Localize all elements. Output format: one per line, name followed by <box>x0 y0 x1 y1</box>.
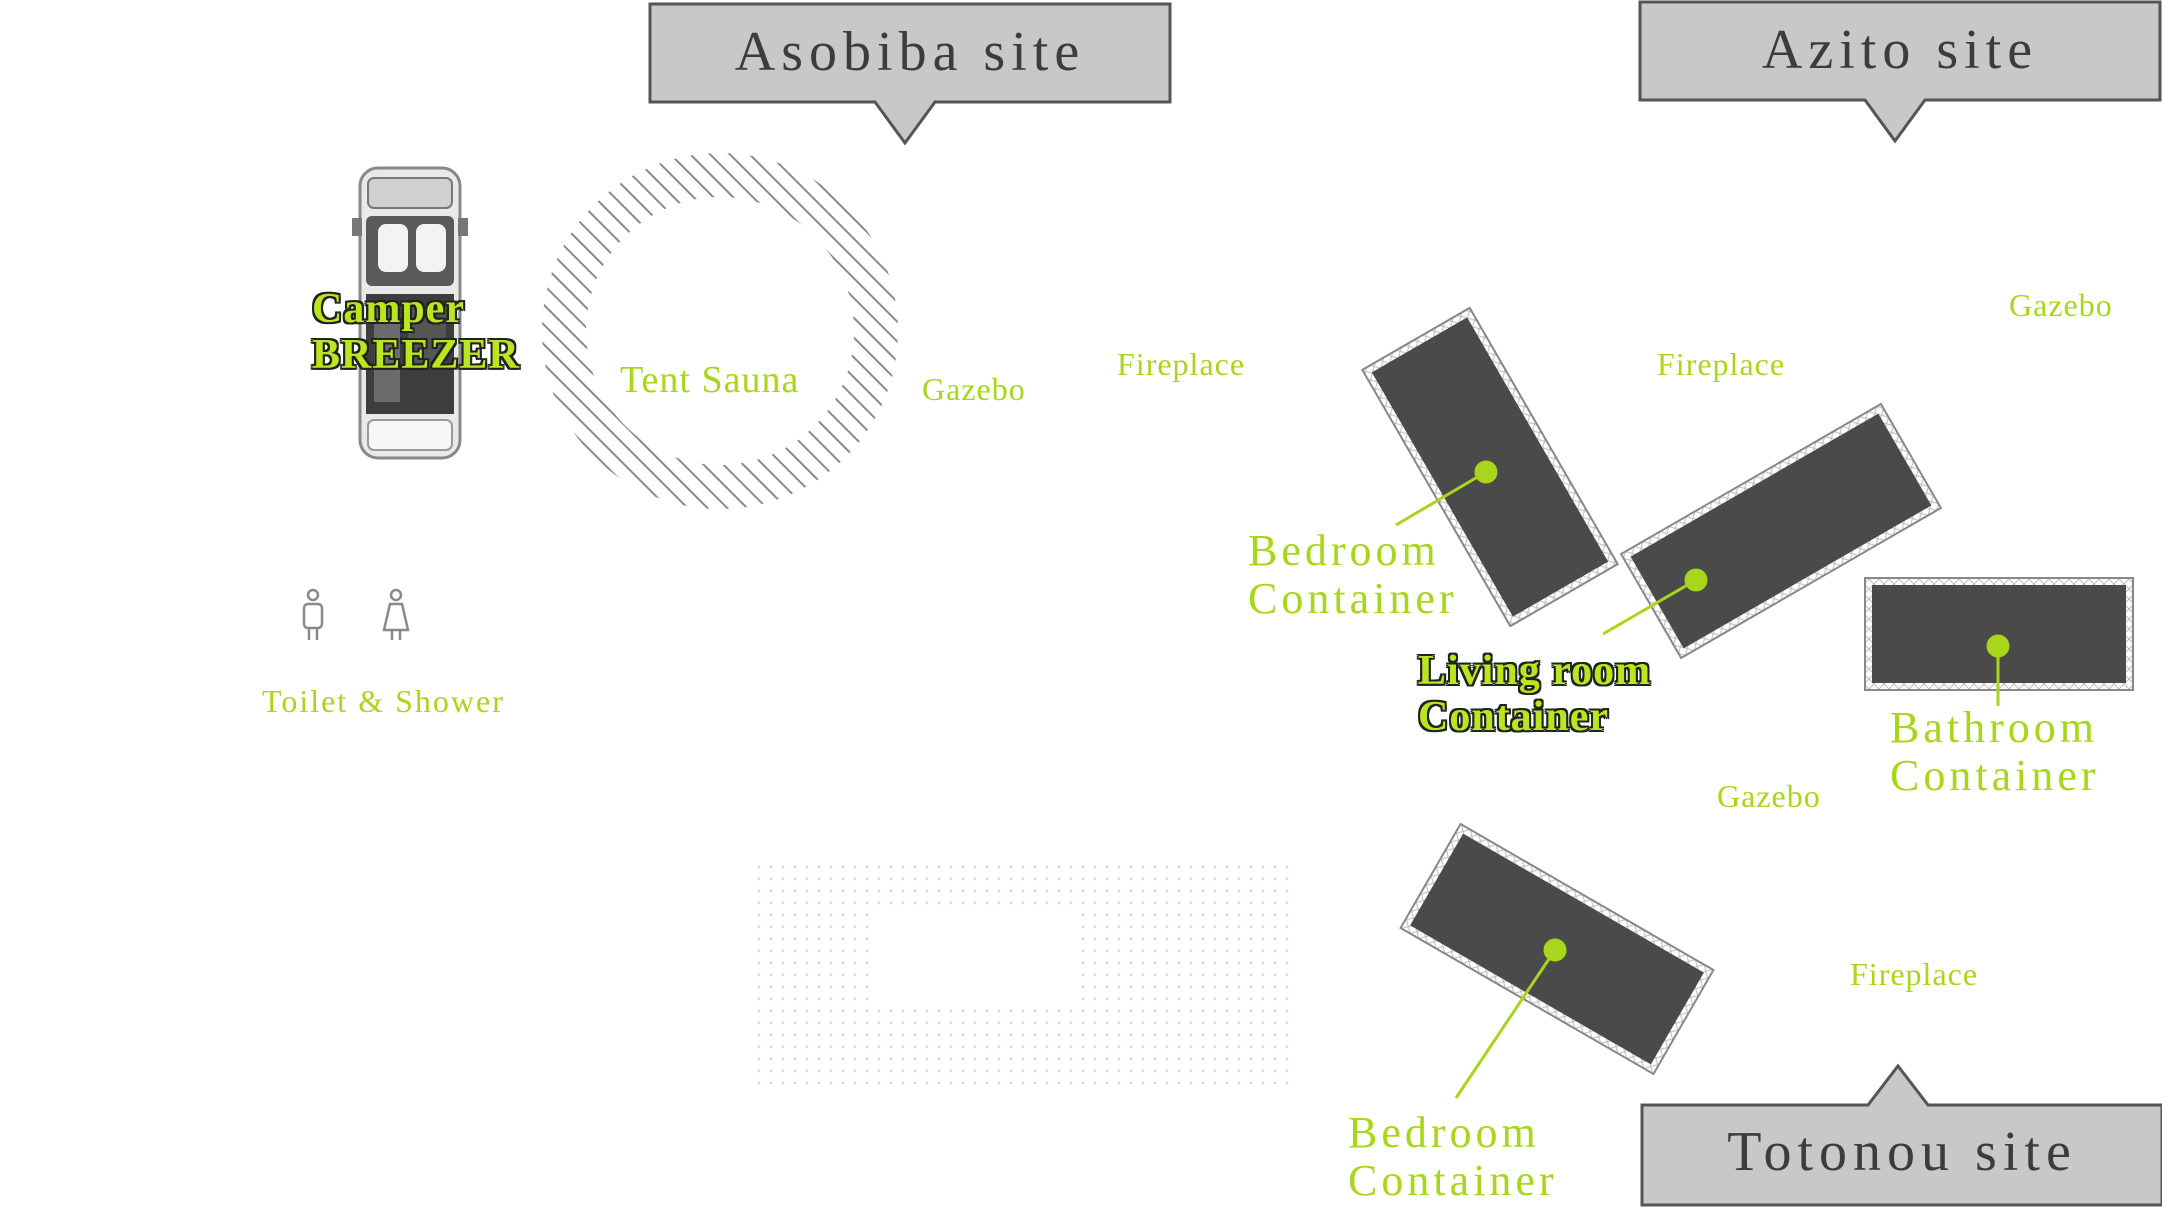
female-icon <box>382 588 410 640</box>
tent-sauna-ring <box>541 153 898 509</box>
fireplace-totonou-label: Fireplace <box>1850 956 1979 992</box>
toilet-shower-label: Toilet & Shower <box>262 683 505 719</box>
bedroom-container-1-label: Bedroom Container <box>1248 527 1458 623</box>
gazebo-asobiba-label: Gazebo <box>922 371 1026 407</box>
living-line1: Living room <box>1418 648 1652 694</box>
bedroom-1-line2: Container <box>1248 574 1458 623</box>
bathroom-container-label: Bathroom Container <box>1890 704 2100 800</box>
fireplace-asobiba-label: Fireplace <box>1117 346 1246 382</box>
asobiba-callout <box>648 2 1172 146</box>
bedroom-2-line2: Container <box>1348 1156 1558 1205</box>
living-room-container-label: Living room Container <box>1418 648 1651 740</box>
bedroom-1-line1: Bedroom <box>1248 526 1440 575</box>
gazebo-center-label: Gazebo <box>1717 778 1821 814</box>
leader-lines <box>1395 460 2010 1099</box>
fireplace-azito-label: Fireplace <box>1657 346 1786 382</box>
tent-sauna-label: Tent Sauna <box>620 359 800 401</box>
bedroom-container-2-label: Bedroom Container <box>1348 1109 1558 1205</box>
totonou-callout <box>1640 1063 2162 1207</box>
male-icon <box>302 588 324 640</box>
bedroom-2-line1: Bedroom <box>1348 1108 1540 1157</box>
azito-site-title: Azito site <box>1761 19 2039 81</box>
bathroom-line2: Container <box>1890 751 2100 800</box>
asobiba-site-title: Asobiba site <box>734 21 1086 83</box>
azito-callout <box>1638 0 2162 144</box>
living-line2: Container <box>1418 694 1609 740</box>
dotted-area <box>752 862 1297 1084</box>
camper-label: Camper BREEZER <box>312 286 520 378</box>
gazebo-azito-label: Gazebo <box>2009 287 2113 323</box>
camper-van-icon <box>352 166 468 460</box>
bathroom-line1: Bathroom <box>1890 703 2098 752</box>
totonou-site-title: Totonou site <box>1727 1121 2077 1183</box>
camper-label-line1: Camper <box>312 286 465 332</box>
camper-label-line2: BREEZER <box>312 332 520 378</box>
